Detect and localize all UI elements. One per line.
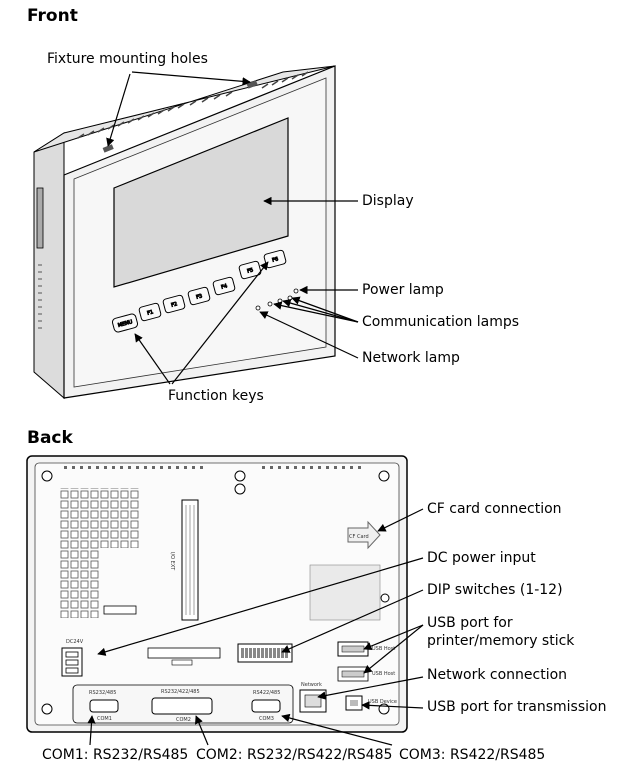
com3-head-marking: RS422/485 (253, 690, 280, 696)
key-f3-label: F3 (196, 293, 203, 300)
bottom-tab (171, 659, 193, 666)
dip-switch-levers (241, 648, 288, 658)
label-cf-card-connection: CF card connection (427, 501, 562, 517)
key-f1-label: F1 (147, 309, 154, 316)
key-f3[interactable] (187, 286, 211, 306)
label-usb-transmission-port: USB port for transmission (427, 699, 607, 715)
comm-lamp-1 (267, 301, 273, 307)
expansion-pins (185, 505, 195, 615)
comm-lamp-3 (287, 295, 293, 301)
com2-connector (151, 697, 213, 715)
label-com2: COM2: RS232/RS422/RS485 (196, 747, 393, 763)
usb-host-port-1 (337, 641, 369, 657)
key-menu[interactable] (111, 313, 139, 333)
side-slot (36, 187, 44, 249)
front-device-illustration: MENU F1 F2 F3 F4 F5 F6 (33, 65, 359, 400)
cf-card-arrow (347, 520, 381, 550)
side-vents (38, 264, 42, 329)
display-screen (113, 117, 289, 288)
network-lamp-dot (255, 305, 261, 311)
mounting-hole-right (246, 80, 258, 89)
screw-holes (41, 470, 390, 715)
back-heading: Back (27, 428, 73, 448)
key-f2-label: F2 (171, 301, 178, 308)
key-f2[interactable] (162, 294, 186, 314)
label-power-lamp: Power lamp (362, 282, 444, 298)
usb-device-marking: USB Device (368, 699, 397, 705)
small-slot (103, 605, 137, 615)
expansion-connector-marking: I/O EXT (169, 552, 175, 571)
label-fixture-mounting-holes: Fixture mounting holes (47, 51, 208, 67)
network-jack (299, 689, 327, 713)
top-vent-dots (64, 466, 361, 469)
com-port-frame (72, 684, 294, 724)
label-dc-power-input: DC power input (427, 550, 536, 566)
com3-connector (251, 699, 281, 713)
com2-head-marking: RS232/422/485 (161, 689, 200, 695)
key-f4[interactable] (212, 276, 236, 296)
label-com1: COM1: RS232/RS485 (42, 747, 189, 763)
com1-connector (89, 699, 119, 713)
label-dip-switches: DIP switches (1-12) (427, 582, 563, 598)
key-f4-label: F4 (221, 283, 228, 290)
cf-card-marking: CF Card (349, 534, 369, 540)
com1-marking: COM1 (97, 716, 112, 722)
com2-marking: COM2 (176, 717, 191, 723)
comm-lamp-2 (277, 298, 283, 304)
label-network-connection: Network connection (427, 667, 568, 683)
power-lamp-dot (293, 288, 299, 294)
usb-host-port-2 (337, 666, 369, 682)
label-usb-printer-port: USB port for printer/memory stick (427, 615, 575, 649)
label-function-keys: Function keys (168, 388, 264, 404)
label-communication-lamps: Communication lamps (362, 314, 520, 330)
back-panel-inner (34, 462, 400, 726)
front-heading: Front (27, 6, 78, 26)
com1-head-marking: RS232/485 (89, 690, 116, 696)
back-callout-lines (87, 508, 424, 746)
expansion-connector (181, 499, 199, 621)
usb-host-marking-1: USB Host (372, 646, 395, 652)
front-callout-lines (106, 71, 359, 385)
power-terminals (65, 651, 79, 674)
back-label-area (309, 564, 381, 621)
key-f6-label: F6 (272, 256, 279, 263)
function-key-row: MENU F1 F2 F3 F4 F5 F6 (111, 249, 287, 333)
key-f5[interactable] (238, 260, 262, 280)
bottom-bar (147, 647, 221, 659)
back-panel-outer (26, 455, 408, 733)
key-f5-label: F5 (247, 267, 254, 274)
label-network-lamp: Network lamp (362, 350, 460, 366)
key-menu-label: MENU (117, 319, 133, 329)
com3-marking: COM3 (259, 716, 274, 722)
network-marking: Network (301, 682, 322, 688)
power-marking: DC24V (66, 639, 84, 645)
usb-device-port (345, 695, 363, 711)
vent-grid (60, 488, 140, 618)
usb-host-marking-2: USB Host (372, 671, 395, 677)
key-f1[interactable] (138, 302, 162, 322)
vent-grid-cover (100, 548, 142, 620)
label-com3: COM3: RS422/RS485 (399, 747, 546, 763)
top-vents (77, 71, 309, 139)
power-input-block (61, 647, 83, 677)
dip-switch-block (237, 643, 293, 663)
label-display: Display (362, 193, 414, 209)
